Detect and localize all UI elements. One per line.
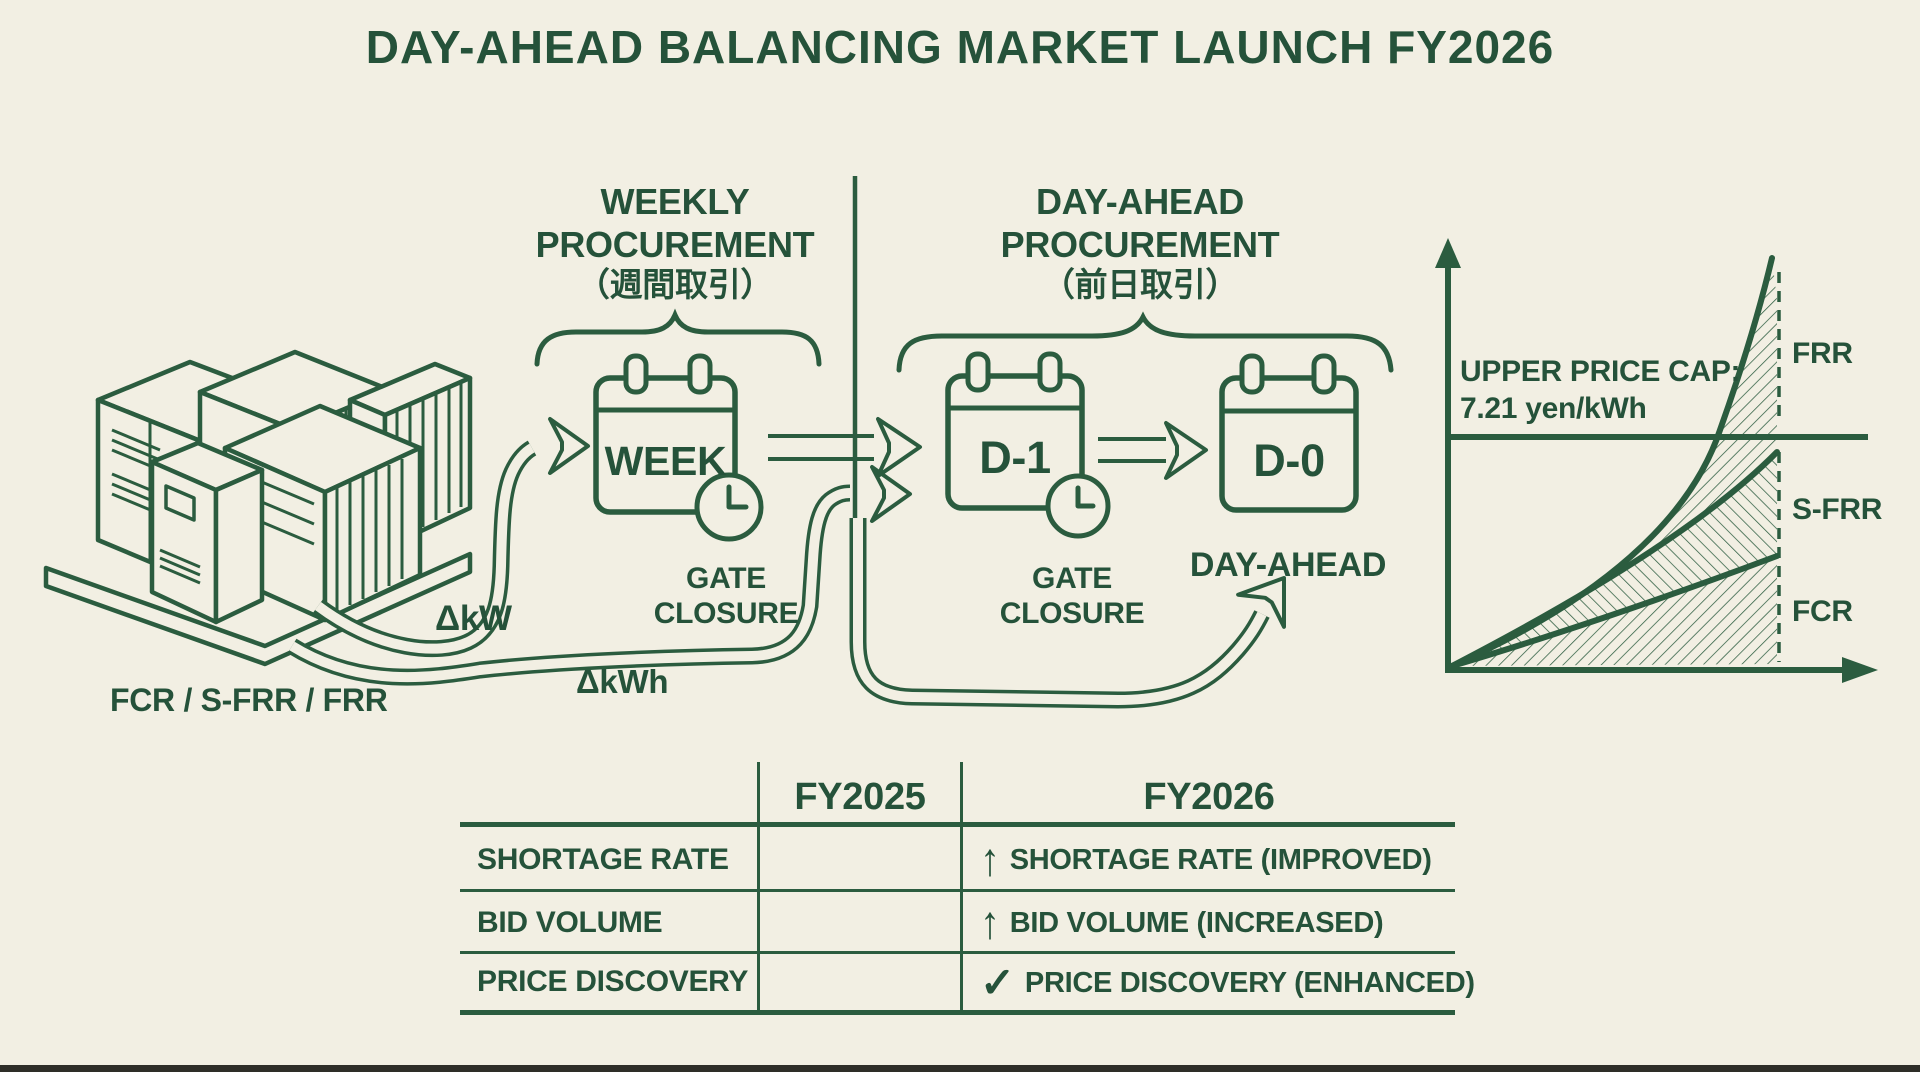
dayahead-line3-jp: （前日取引） [1041, 266, 1239, 304]
sfrr-label: S-FRR [1792, 493, 1883, 526]
table-row-label-bid-volume: BID VOLUME [477, 906, 663, 939]
table-cell-bid-volume-fy2026: ↑ BID VOLUME (INCREASED) [980, 897, 1384, 949]
d0-calendar-icon [1219, 353, 1359, 513]
d1-calendar-label: D-1 [979, 432, 1051, 484]
d1-calendar-icon [945, 351, 1085, 511]
weekly-brace [534, 308, 822, 367]
delta-kw-label: ΔkW [435, 599, 512, 638]
table-vline-2 [960, 762, 963, 1012]
table-header-fy2025: FY2025 [794, 776, 926, 818]
page-title: DAY-AHEAD BALANCING MARKET LAUNCH FY2026 [365, 21, 1555, 73]
week-gate-clock-icon [694, 472, 764, 542]
fcr-curve [1449, 553, 1780, 669]
dayahead-procurement-heading: DAY-AHEAD PROCUREMENT （前日取引） [980, 180, 1300, 305]
d1-to-d0-arrow [1098, 421, 1208, 480]
up-arrow-icon: ↑ [980, 834, 1000, 886]
table-vline-1 [757, 762, 760, 1012]
frr-curve [1449, 255, 1775, 669]
bottom-edge-strip [0, 1065, 1920, 1072]
weekly-line2: PROCUREMENT [535, 224, 815, 266]
upper-price-cap-label: UPPER PRICE CAP: 7.21 yen/kWh [1460, 355, 1741, 425]
battery-caption: FCR / S-FRR / FRR [110, 682, 388, 718]
fcr-label: FCR [1792, 595, 1853, 628]
up-arrow-icon: ↑ [980, 897, 1000, 949]
delta-kwh-label: ΔkWh [576, 663, 669, 700]
delta-kwh-arrow [287, 465, 912, 686]
table-row-label-shortage: SHORTAGE RATE [477, 843, 729, 876]
dayahead-brace [896, 311, 1394, 373]
table-rule-header [460, 822, 1455, 827]
dayahead-result-label: DAY-AHEAD [1189, 546, 1387, 584]
d1-gate-clock-icon [1045, 473, 1111, 539]
check-icon: ✓ [980, 959, 1015, 1006]
table-rule-1 [460, 889, 1455, 892]
weekly-line1: WEEKLY [600, 181, 750, 222]
table-row-label-price-discovery: PRICE DISCOVERY [477, 965, 749, 998]
delta-kw-arrow [312, 417, 590, 658]
d1-gate-closure-label: GATE CLOSURE [999, 562, 1145, 630]
weekly-line3-jp: （週間取引） [576, 266, 774, 304]
frr-label: FRR [1792, 337, 1853, 370]
dayahead-line2: PROCUREMENT [1000, 224, 1280, 266]
week-gate-closure-label: GATE CLOSURE [653, 562, 799, 630]
battery-storage-illustration [43, 349, 473, 667]
table-rule-bottom [460, 1010, 1455, 1015]
weekly-procurement-heading: WEEKLY PROCUREMENT （週間取引） [515, 180, 835, 305]
dayahead-line1: DAY-AHEAD [1035, 181, 1244, 222]
table-cell-shortage-fy2026: ↑ SHORTAGE RATE (IMPROVED) [980, 834, 1432, 886]
table-rule-2 [460, 951, 1455, 954]
sweep-to-dayahead-arrow [849, 518, 1286, 709]
week-calendar-icon [593, 353, 738, 515]
table-cell-price-discovery-fy2026: ✓ PRICE DISCOVERY (ENHANCED) [980, 959, 1475, 1006]
week-to-d1-arrow [768, 417, 922, 478]
table-header-fy2026: FY2026 [1143, 776, 1275, 818]
price-cap-chart [1435, 238, 1878, 683]
d0-calendar-label: D-0 [1253, 435, 1325, 487]
week-calendar-label: WEEK [604, 437, 727, 484]
